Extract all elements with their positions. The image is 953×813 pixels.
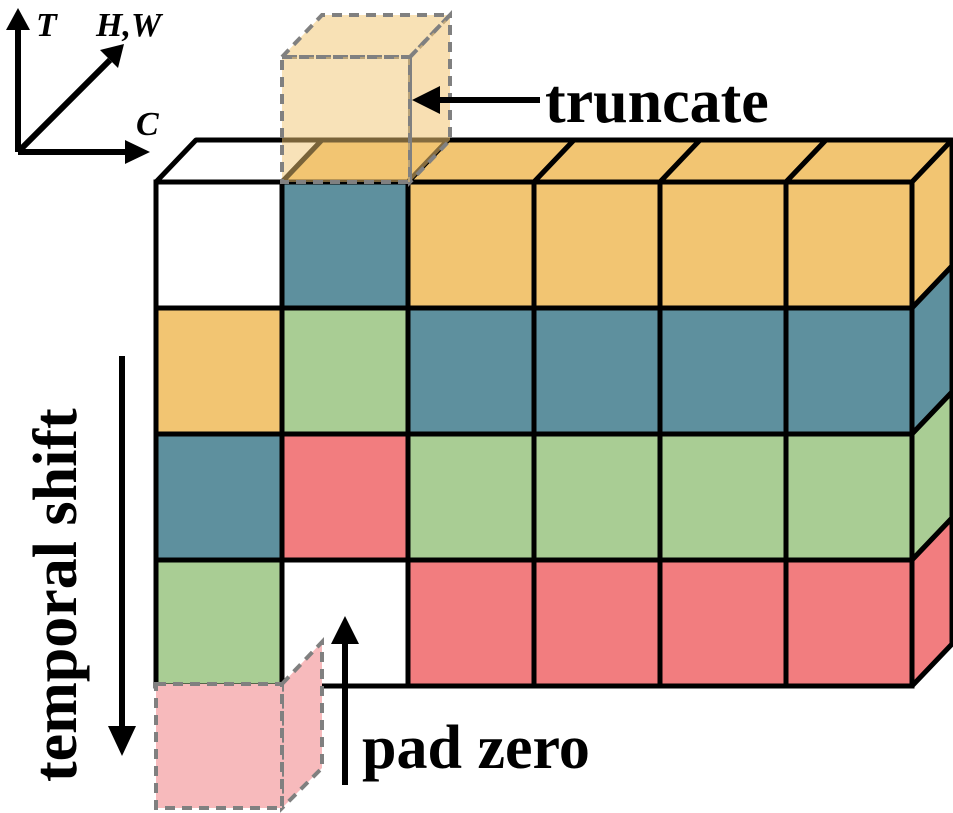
temporal-shift-label: temporal shift [22, 408, 90, 782]
grid-cell [783, 179, 915, 311]
top-face-layer [153, 137, 953, 185]
grid-cell [153, 179, 285, 311]
c-axis-arrowhead [125, 140, 150, 164]
grid-cell [531, 431, 663, 563]
truncate-arrowhead [412, 86, 440, 114]
grid-cell [531, 179, 663, 311]
hw-axis-label: H,W [95, 7, 164, 44]
hw-axis-arrowhead [100, 44, 124, 68]
ghost-cube-top [277, 13, 455, 59]
grid-cell [531, 557, 663, 689]
pad-ghost-front [154, 682, 284, 810]
hw-axis-arrow [15, 57, 113, 155]
grid-cell [783, 305, 915, 437]
front-grid [153, 179, 915, 689]
c-axis-label: C [136, 106, 159, 143]
grid-cell [657, 179, 789, 311]
grid-cell [153, 305, 285, 437]
truncate-annotation: truncate [412, 68, 769, 136]
temporal-shift-arrowhead [108, 726, 136, 756]
grid-cell [783, 557, 915, 689]
grid-cell [153, 431, 285, 563]
pad-zero-arrowhead [331, 616, 359, 644]
grid-cell [657, 557, 789, 689]
truncate-label: truncate [545, 68, 769, 136]
grid-cell [783, 431, 915, 563]
side-face-layer [909, 137, 953, 689]
grid-cell [405, 305, 537, 437]
grid-cell [405, 557, 537, 689]
axes-indicator: T H,W C [6, 7, 164, 164]
grid-cell [405, 431, 537, 563]
grid-cell [153, 557, 285, 689]
ghost-cube-front [280, 55, 412, 184]
grid-cell [279, 179, 411, 311]
grid-cell [657, 305, 789, 437]
pad-zero-annotation: pad zero [331, 616, 590, 785]
grid-cell [405, 179, 537, 311]
grid-cell [279, 305, 411, 437]
padded-ghost-cube [154, 637, 324, 813]
t-axis-arrowhead [6, 8, 30, 30]
grid-cell [657, 431, 789, 563]
t-axis-label: T [36, 7, 58, 44]
grid-cell [531, 305, 663, 437]
temporal-shift-annotation: temporal shift [22, 356, 136, 782]
grid-cell [279, 431, 411, 563]
pad-zero-label: pad zero [362, 714, 590, 782]
